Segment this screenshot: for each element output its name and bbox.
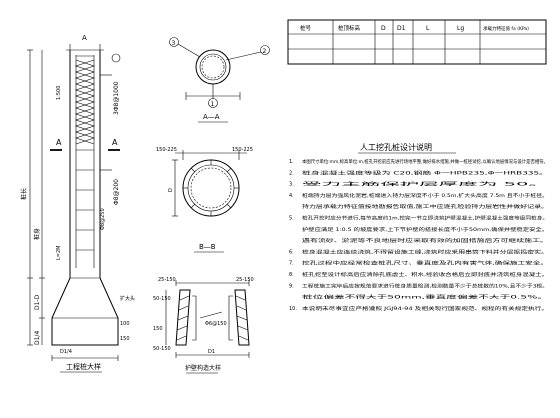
- wall-detail: 25-150 25-150 Φ6@150 50-150 150 50-150 D…: [153, 277, 254, 374]
- note-line: 桩身混凝土应连续浇筑,不得留设施工缝,浇筑时应采用串筒下料并分层振捣密实。: [302, 248, 548, 255]
- pile-elevation: A A A 桩长 桩身 D1-D D1/4 3Φ8@1000 Φ8@200 1:…: [20, 34, 135, 373]
- pile-bell-outline: [51, 277, 119, 346]
- note-number: 8.: [289, 272, 294, 278]
- stirrup-zigzag-2: [75, 59, 95, 145]
- note-line: 本图尺寸单位:mm,标高单位:m,桩孔开挖前应先进行场地平整,做好排水措施,并做…: [302, 158, 548, 165]
- table-header-d: D: [381, 25, 386, 32]
- top-section-label: A: [82, 34, 87, 42]
- scale-label: 1:500: [56, 86, 62, 100]
- callout-circle-top: [111, 53, 121, 63]
- note-number: 2.: [289, 170, 294, 176]
- bell-dim-label-2: D1/4: [34, 331, 41, 345]
- note-line: 护壁应满足 1:0.5 的坡度要求,上下节护壁的搭接长度不小于50mm,确保井壁…: [302, 226, 548, 233]
- callout-3-circle: [169, 37, 179, 47]
- bell-label: 扩大头: [120, 295, 135, 302]
- aa-rebar-ring: [201, 55, 225, 79]
- note-number: 3.: [289, 182, 294, 188]
- wall-dim-side-2: 150: [153, 326, 163, 332]
- note-number: 4.: [289, 193, 294, 199]
- table-header-d1: D1: [397, 25, 406, 32]
- wall-rebar-spec: Φ6@150: [205, 321, 227, 327]
- design-notes: 人工挖孔桩设计说明 1. 本图尺寸单位:mm,标高单位:m,桩孔开挖前应先进行场地…: [289, 142, 548, 312]
- wall-dim-side-1: 50-150: [153, 296, 171, 302]
- table-frame: [287, 19, 547, 65]
- note-line: 本说明未尽事宜应严格遵照 JGJ94-94 及相关现行国家规范、规程的有关规定执…: [302, 305, 548, 312]
- note-line: 桩端持力层为强风化泥岩,桩端进入持力层深度不小于 0.5m,扩大头高度 7.5m…: [302, 192, 548, 199]
- bb-ring-hatch: [183, 160, 239, 216]
- bb-dim-left: 150-225: [156, 147, 177, 153]
- bell-dim-100: 100: [120, 321, 130, 327]
- table-header-lg: Lg: [457, 25, 464, 32]
- table-header-top-elev: 桩顶标高: [338, 24, 361, 32]
- elevation-caption: 工程桩大样: [66, 362, 101, 371]
- wall-left: [175, 289, 191, 346]
- section-aa: 3 2 1 A—A: [169, 37, 270, 123]
- bb-dim-right: 150-225: [232, 147, 253, 153]
- callout-2-circle: [260, 45, 270, 55]
- bb-dim-d: D: [168, 188, 174, 192]
- wall-title: 护壁构造大样: [185, 364, 221, 372]
- bell-dim-quarter: D1/4: [60, 349, 72, 355]
- note-line: 桩位偏差不得大于50mm,垂直度偏差不大于0.5%。: [302, 294, 548, 301]
- notes-title: 人工挖孔桩设计说明: [360, 142, 432, 152]
- note-number: 7.: [289, 261, 294, 267]
- rebar-spec-label: 3Φ8@1000: [113, 81, 120, 115]
- wall-dim-top-left: 25-150: [158, 277, 176, 283]
- wall-rebar-left: [192, 295, 197, 341]
- notes-list: 1. 本图尺寸单位:mm,标高单位:m,桩孔开挖前应先进行场地平整,做好排水措施,…: [289, 158, 548, 312]
- note-number: 1.: [289, 159, 294, 165]
- wall-dim-top-right: 25-150: [236, 277, 254, 283]
- table-header-l: L: [426, 25, 430, 32]
- bell-dim-label: D1-D: [34, 294, 41, 310]
- stirrup-zigzag: [75, 59, 95, 145]
- wall-dim-d1: D1: [208, 349, 215, 355]
- hoop-spec-label: Φ8@200: [113, 179, 120, 205]
- bell-dim-150: 150: [120, 336, 130, 342]
- pile-shaft-label: 桩身: [33, 228, 41, 240]
- note-line: 桩身混凝土强度等级为 C20,钢筋 Φ一HPB235,Φ一HRB335。: [302, 169, 548, 176]
- pile-length-label: 桩长: [20, 188, 28, 200]
- note-line: 遇有流砂、淤泥等不良地层时应采取有效的加固措施后方可继续施工。: [302, 237, 548, 244]
- note-number: 6.: [289, 249, 294, 255]
- note-number: 9.: [289, 283, 294, 289]
- callout-1: 1: [211, 101, 215, 108]
- note-line: 挖孔过程中应经常检查桩孔尺寸、垂直度及孔内有害气体,确保施工安全。: [302, 260, 548, 267]
- spiral-spec-label: Φ8@250: [100, 208, 106, 230]
- table-header-pile-no: 桩号: [300, 24, 312, 32]
- cut-aa-label-left: A: [56, 138, 62, 147]
- bb-rebar-ring: [190, 167, 232, 209]
- table-header-capacity: 承载力特征值 fa (KPa): [483, 25, 529, 32]
- wall-hatch: [176, 295, 249, 341]
- note-line: 工程桩施工完毕后应按规范要求进行桩身质量检测,检测数量不少于总桩数的10%,且不…: [302, 282, 548, 289]
- length-note-label: L=2M: [56, 246, 62, 260]
- note-number: 5.: [289, 216, 294, 222]
- section-bb: 150-225 150-225 D B—B: [156, 147, 253, 253]
- callout-3: 3: [172, 40, 176, 47]
- wall-right: [234, 289, 250, 346]
- aa-title: A—A: [203, 113, 220, 121]
- note-line: 持力层承载力特征值按地勘报告取值,施工中应逐孔检验持力层岩性并做好记录。: [302, 203, 548, 210]
- aa-inner-circle: [199, 53, 227, 81]
- note-line: 桩孔开挖时应分节进行,每节高度约1m,挖完一节立即浇筑护壁混凝土,护壁混凝土强度…: [302, 215, 548, 222]
- stirrup-hoops: [76, 55, 94, 251]
- note-line: 桩孔挖至设计标高后应清除孔底虚土、积水,经验收合格后立即封底并浇筑桩身混凝土。: [302, 271, 548, 278]
- aa-outer-circle: [195, 49, 231, 85]
- pile-table: 桩号 桩顶标高 D D1 L Lg 承载力特征值 fa (KPa): [287, 19, 547, 65]
- note-number: 10.: [289, 306, 297, 312]
- note-line: 受力主筋保护层厚度为 50。: [302, 181, 548, 188]
- wall-rebar-right: [228, 295, 233, 341]
- callout-2: 2: [263, 48, 267, 55]
- bb-title: B—B: [199, 243, 216, 251]
- cut-aa-label-right: A: [112, 138, 118, 147]
- wall-dim-side-3: 50-150: [153, 346, 171, 352]
